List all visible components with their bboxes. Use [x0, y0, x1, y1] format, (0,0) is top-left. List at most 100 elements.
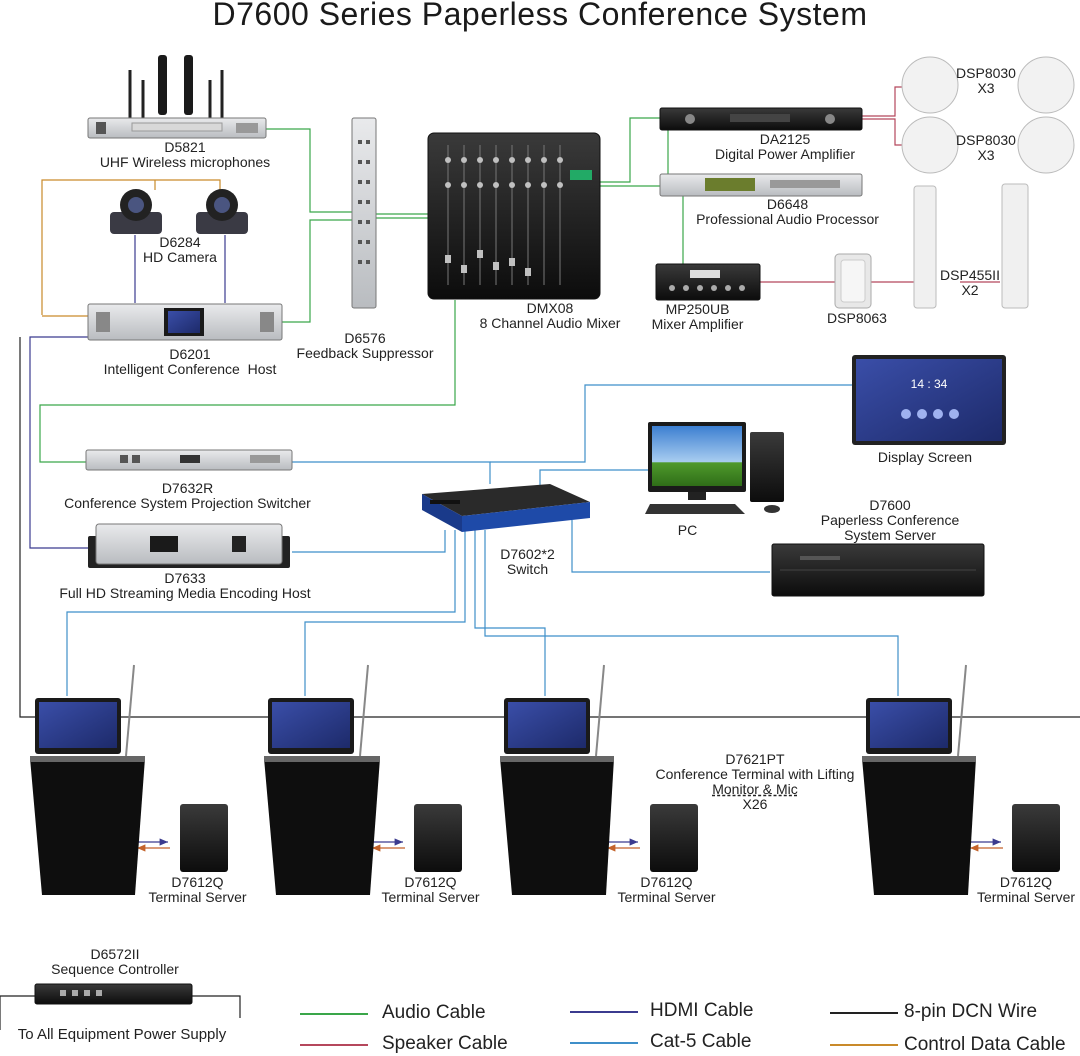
d6572-note-text: To All Equipment Power Supply [17, 1026, 227, 1043]
audio-cables [39, 117, 684, 463]
d6648-model: D6648 [766, 196, 809, 212]
d7600-desc1: Paperless Conference [820, 512, 960, 528]
dsp8030-speakers-top [901, 56, 1075, 114]
legend-swatch-cat5 [570, 1042, 638, 1044]
d6576-desc: Feedback Suppressor [296, 345, 434, 361]
d7612q-model-1: D7612Q [171, 874, 224, 890]
d6648-label: D6648 Professional Audio Processor [680, 197, 895, 227]
switch-model: D7602*2 [500, 546, 555, 562]
legend-swatch-speaker [300, 1044, 368, 1046]
d7632r-desc: Conference System Projection Switcher [64, 495, 311, 511]
display-clock: 14 : 34 [911, 377, 948, 391]
d7621pt-desc2: Monitor & Mic [712, 781, 798, 797]
dsp8063-model: DSP8063 [827, 310, 887, 326]
dsp455-qty: X2 [961, 282, 979, 298]
pc-desc: PC [677, 522, 698, 538]
terminal-server-label-3: D7612Q Terminal Server [609, 875, 724, 905]
d7600-server [771, 543, 985, 597]
dsp8030b-label: DSP8030 X3 [946, 133, 1026, 163]
conference-terminal-4 [862, 664, 976, 895]
d6201-host [87, 303, 283, 341]
terminal-server-4 [1012, 804, 1060, 872]
d6284-label: D6284 HD Camera [120, 235, 240, 265]
dsp8030b-qty: X3 [977, 147, 995, 163]
legend-swatch-dcn [830, 1012, 898, 1014]
d7633-label: D7633 Full HD Streaming Media Encoding H… [45, 571, 325, 601]
d5821-label: D5821 UHF Wireless microphones [85, 140, 285, 170]
d7612q-model-3: D7612Q [640, 874, 693, 890]
terminal-server-label-4: D7612Q Terminal Server [972, 875, 1080, 905]
dsp8030-speakers-bottom [901, 116, 1075, 174]
dsp8063-label: DSP8063 [818, 311, 896, 326]
dsp455-label: DSP455II X2 [930, 268, 1010, 298]
d6572-note: To All Equipment Power Supply [2, 1027, 242, 1042]
d7632r-switcher [85, 449, 293, 471]
d6648-processor [659, 173, 863, 197]
pc-workstation [645, 422, 784, 514]
d7612q-model-2: D7612Q [404, 874, 457, 890]
d7612q-model-4: D7612Q [999, 874, 1053, 890]
display-label: Display Screen [860, 450, 990, 465]
cat5-cables [66, 384, 899, 696]
d6201-label: D6201 Intelligent Conference Host [80, 347, 300, 377]
conference-terminal-1 [30, 664, 145, 895]
dsp8030a-qty: X3 [977, 80, 995, 96]
da2125-desc: Digital Power Amplifier [714, 146, 856, 162]
dsp455-column-speakers [913, 183, 1029, 309]
legend-label-speaker: Speaker Cable [382, 1033, 508, 1054]
pc-label: PC [660, 523, 715, 538]
d7621pt-model: D7621PT [725, 751, 785, 767]
dsp8030a-model: DSP8030 [956, 65, 1016, 81]
speaker-cables [760, 86, 1000, 283]
legend-label-control: Control Data Cable [904, 1034, 1066, 1055]
d7621pt-label: D7621PT Conference Terminal with Lifting… [645, 752, 865, 812]
d7600-desc2: System Server [844, 527, 936, 543]
da2125-amplifier [659, 107, 863, 131]
d6576-model: D6576 [344, 330, 386, 346]
conference-terminal-3 [500, 664, 614, 895]
conference-terminal-2 [264, 664, 380, 895]
legend-label-hdmi: HDMI Cable [650, 1000, 754, 1021]
d6284-model: D6284 [159, 234, 201, 250]
dmx08-mixer [427, 132, 601, 300]
d7612q-desc-2: Terminal Server [381, 889, 480, 905]
dsp8030b-model: DSP8030 [956, 132, 1016, 148]
switch-desc: Switch [506, 561, 549, 577]
d7632r-label: D7632R Conference System Projection Swit… [55, 481, 320, 511]
legend-swatch-hdmi [570, 1011, 638, 1013]
d7632r-model: D7632R [161, 480, 214, 496]
d7621pt-desc1: Conference Terminal with Lifting [655, 766, 855, 782]
dmx08-label: DMX08 8 Channel Audio Mixer [460, 301, 640, 331]
da2125-model: DA2125 [759, 131, 811, 147]
dsp455-model: DSP455II [940, 267, 1000, 283]
dsp8030a-label: DSP8030 X3 [946, 66, 1026, 96]
dsp8063-speaker [834, 253, 872, 309]
d7600-model: D7600 [869, 497, 911, 513]
d5821-desc: UHF Wireless microphones [99, 154, 271, 170]
dcn-wire [0, 337, 1080, 1030]
control-cables [41, 179, 221, 317]
d6201-desc: Intelligent Conference Host [103, 361, 277, 377]
d6572-desc: Sequence Controller [51, 961, 179, 977]
d7633-encoder [88, 523, 290, 568]
mp250ub-label: MP250UB Mixer Amplifier [640, 302, 755, 332]
legend-label-audio: Audio Cable [382, 1002, 486, 1023]
d6576-suppressor [351, 117, 377, 309]
da2125-label: DA2125 Digital Power Amplifier [690, 132, 880, 162]
mp250ub-model: MP250UB [665, 301, 730, 317]
terminal-server-1 [180, 804, 228, 872]
d6572-sequence-controller [34, 983, 193, 1005]
hd-camera-left [110, 189, 162, 234]
display-screen: 14 : 34 [852, 355, 1006, 445]
d7633-desc: Full HD Streaming Media Encoding Host [59, 585, 311, 601]
terminal-server-label-2: D7612Q Terminal Server [373, 875, 488, 905]
d7612q-desc-1: Terminal Server [148, 889, 247, 905]
legend-label-dcn: 8-pin DCN Wire [904, 1001, 1038, 1022]
d6572-label: D6572II Sequence Controller [30, 947, 200, 977]
d6284-desc: HD Camera [143, 249, 217, 265]
diagram-title: D7600 Series Paperless Conference System [212, 0, 868, 32]
mp250ub-amplifier [655, 263, 761, 301]
switch-label: D7602*2 Switch [485, 547, 570, 577]
d7602-switch [422, 484, 590, 532]
